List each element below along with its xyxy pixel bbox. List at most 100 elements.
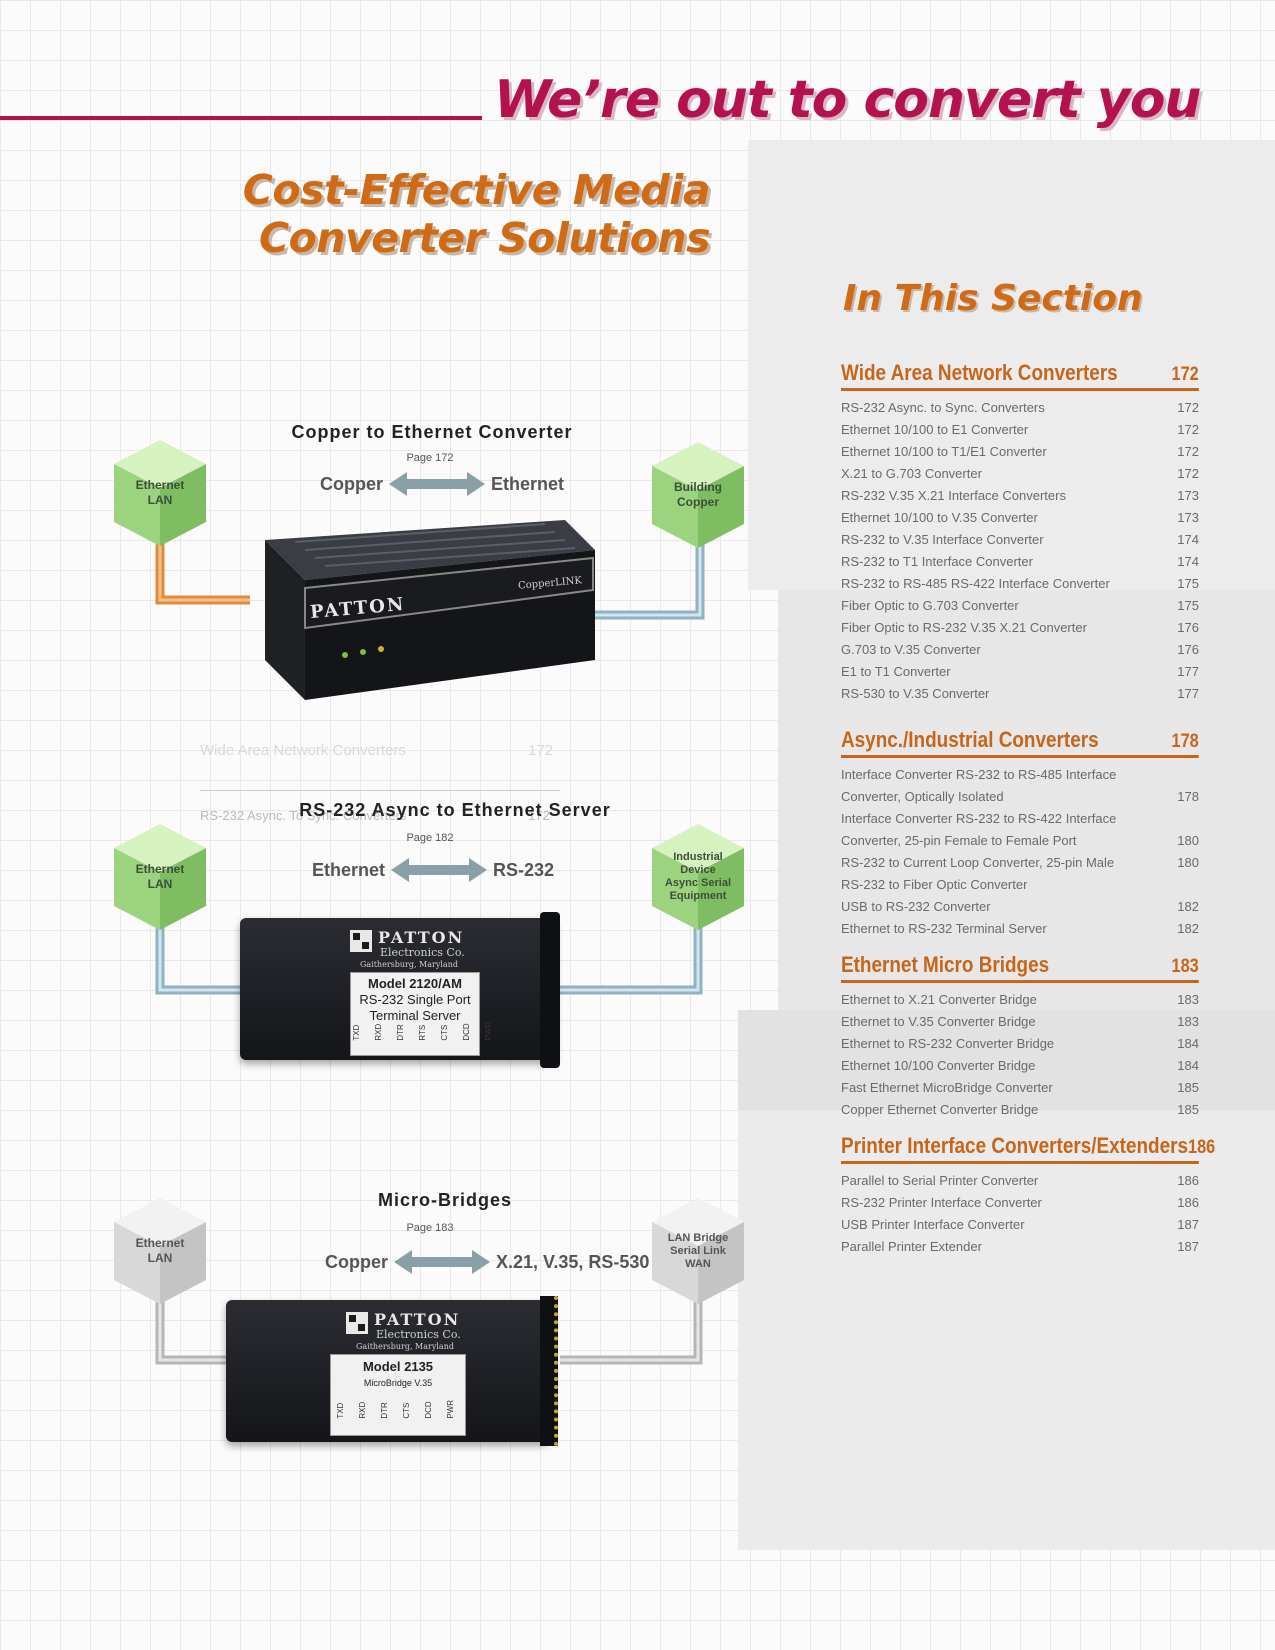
cube-icon: Industrial Device Async Serial Equipment [650,822,746,932]
cube-label: Ethernet LAN [135,1236,185,1265]
toc-item-label: Ethernet 10/100 to V.35 Converter [841,510,1038,525]
toc-group-async: Async./Industrial Converters 178 Interfa… [841,727,1199,940]
toc-group-heading: Printer Interface Converters/Extenders 1… [841,1133,1215,1164]
diagram3-right-label: X.21, V.35, RS-530 [496,1251,650,1272]
diagram2-model: Model 2120/AM [368,976,462,991]
diagram2-subtitle: Page 182 [406,832,454,844]
toc-item-label: Ethernet to V.35 Converter Bridge [841,1014,1036,1029]
toc-item-label: Ethernet 10/100 to T1/E1 Converter [841,444,1047,459]
toc-item-page: 180 [1177,833,1199,848]
diagram3-label-card: Model 2135 MicroBridge V.35 [330,1354,466,1436]
header-title: We’re out to convert you [494,70,1201,130]
diagram1-cables [155,520,705,620]
led-label: DTR [396,1024,405,1041]
toc-item-label: Copper Ethernet Converter Bridge [841,1102,1039,1117]
toc-item-label: RS-232 to RS-485 RS-422 Interface Conver… [841,576,1110,591]
toc-item: Ethernet 10/100 Converter Bridge 184 [841,1055,1199,1077]
toc-item-label: Interface Converter RS-232 to RS-422 Int… [841,811,1117,826]
toc-item-label: Ethernet 10/100 Converter Bridge [841,1058,1036,1073]
led-label: DTR [380,1402,389,1419]
toc-item-page: 178 [1177,789,1199,804]
toc-item-label: USB to RS-232 Converter [841,899,991,914]
toc-item-page: 173 [1177,510,1199,525]
toc-item-page: 187 [1177,1239,1199,1254]
toc-item-page: 176 [1177,620,1199,635]
diagram2-left-label: Ethernet [312,859,386,880]
diagram1-right-label: Ethernet [491,473,565,494]
page-title-line1: Cost-Effective Media [242,166,711,214]
toc-item-label: Parallel to Serial Printer Converter [841,1173,1039,1188]
cube-icon: Ethernet LAN [112,822,208,932]
diagram3-brand-loc: Gaithersburg, Maryland [356,1342,454,1351]
ghost-page-1: 172 [528,742,554,759]
cube-icon: Ethernet LAN [112,1196,208,1306]
toc-item-page: 186 [1177,1173,1199,1188]
toc-item-label: E1 to T1 Converter [841,664,951,679]
cube-label: Ethernet LAN [135,478,185,507]
toc-items: Interface Converter RS-232 to RS-485 Int… [841,764,1199,940]
diagram3-conversion: Copper X.21, V.35, RS-530 [325,1248,649,1276]
toc-item-label: RS-232 V.35 X.21 Interface Converters [841,488,1066,503]
toc-item-label: Interface Converter RS-232 to RS-485 Int… [841,767,1117,782]
toc-item-label: RS-232 Async. to Sync. Converters [841,400,1045,415]
shaded-panel-bottom [738,1110,1275,1550]
cube-icon: Ethernet LAN [112,438,208,548]
diagram3-model-desc1: MicroBridge V.35 [363,1378,433,1388]
toc-item-label: Converter, Optically Isolated [841,789,1004,804]
toc-item: RS-232 V.35 X.21 Interface Converters 173 [841,485,1199,507]
toc-item-label: Fast Ethernet MicroBridge Converter [841,1080,1053,1095]
diagram2-model-desc1: RS-232 Single Port [359,992,471,1007]
toc-item-page: 184 [1177,1036,1199,1051]
diagram3-brand: PATTON [374,1310,461,1329]
header-rule [0,116,482,120]
toc-item-label: G.703 to V.35 Converter [841,642,981,657]
led-label: RXD [358,1401,367,1419]
toc-item-page: 186 [1177,1195,1199,1210]
toc-item: Converter, Optically Isolated 178 [841,786,1199,808]
double-arrow-icon [391,858,488,882]
diagram1-device [265,520,595,700]
shaded-panel-top [748,140,1275,590]
diagram2-model-desc2: Terminal Server [369,1008,461,1023]
toc-item-page: 185 [1177,1080,1199,1095]
diagram1-title: Copper to Ethernet Converter [291,422,573,442]
diagram3-subtitle: Page 183 [406,1222,454,1234]
toc-item-label: RS-530 to V.35 Converter [841,686,990,701]
toc-item-page: 173 [1177,488,1199,503]
led-label: CTS [402,1402,411,1419]
toc-item-page: 172 [1177,444,1199,459]
diagram1-conversion: Copper Ethernet [320,470,564,498]
toc-item: Interface Converter RS-232 to RS-485 Int… [841,764,1199,786]
toc-item: USB to RS-232 Converter 182 [841,896,1199,918]
toc-item-label: RS-232 to V.35 Interface Converter [841,532,1044,547]
toc-item: Fast Ethernet MicroBridge Converter 185 [841,1077,1199,1099]
toc-item-page: 172 [1177,422,1199,437]
diagram3-connector [540,1296,558,1446]
diagram2-connector [540,912,560,1068]
cube-label: Building Copper [674,480,722,509]
diagram2-right-label: RS-232 [493,859,555,880]
cube-label: Industrial Device Async Serial Equipment [664,851,732,902]
toc-item-page: 184 [1177,1058,1199,1073]
toc-item: RS-232 to RS-485 RS-422 Interface Conver… [841,573,1199,595]
toc-item-page: 180 [1177,855,1199,870]
diagram2-label-card: Model 2120/AM RS-232 Single Port Termina… [350,972,480,1056]
cube-icon: LAN Bridge Serial Link WAN [650,1196,746,1306]
toc-item-page: 182 [1177,899,1199,914]
section-title: In This Section [843,278,1143,319]
toc-item-label: X.21 to G.703 Converter [841,466,982,481]
led-label: PWR [484,1022,493,1041]
toc-item-label: Ethernet to RS-232 Terminal Server [841,921,1047,936]
toc-item: Ethernet 10/100 to V.35 Converter 173 [841,507,1199,529]
